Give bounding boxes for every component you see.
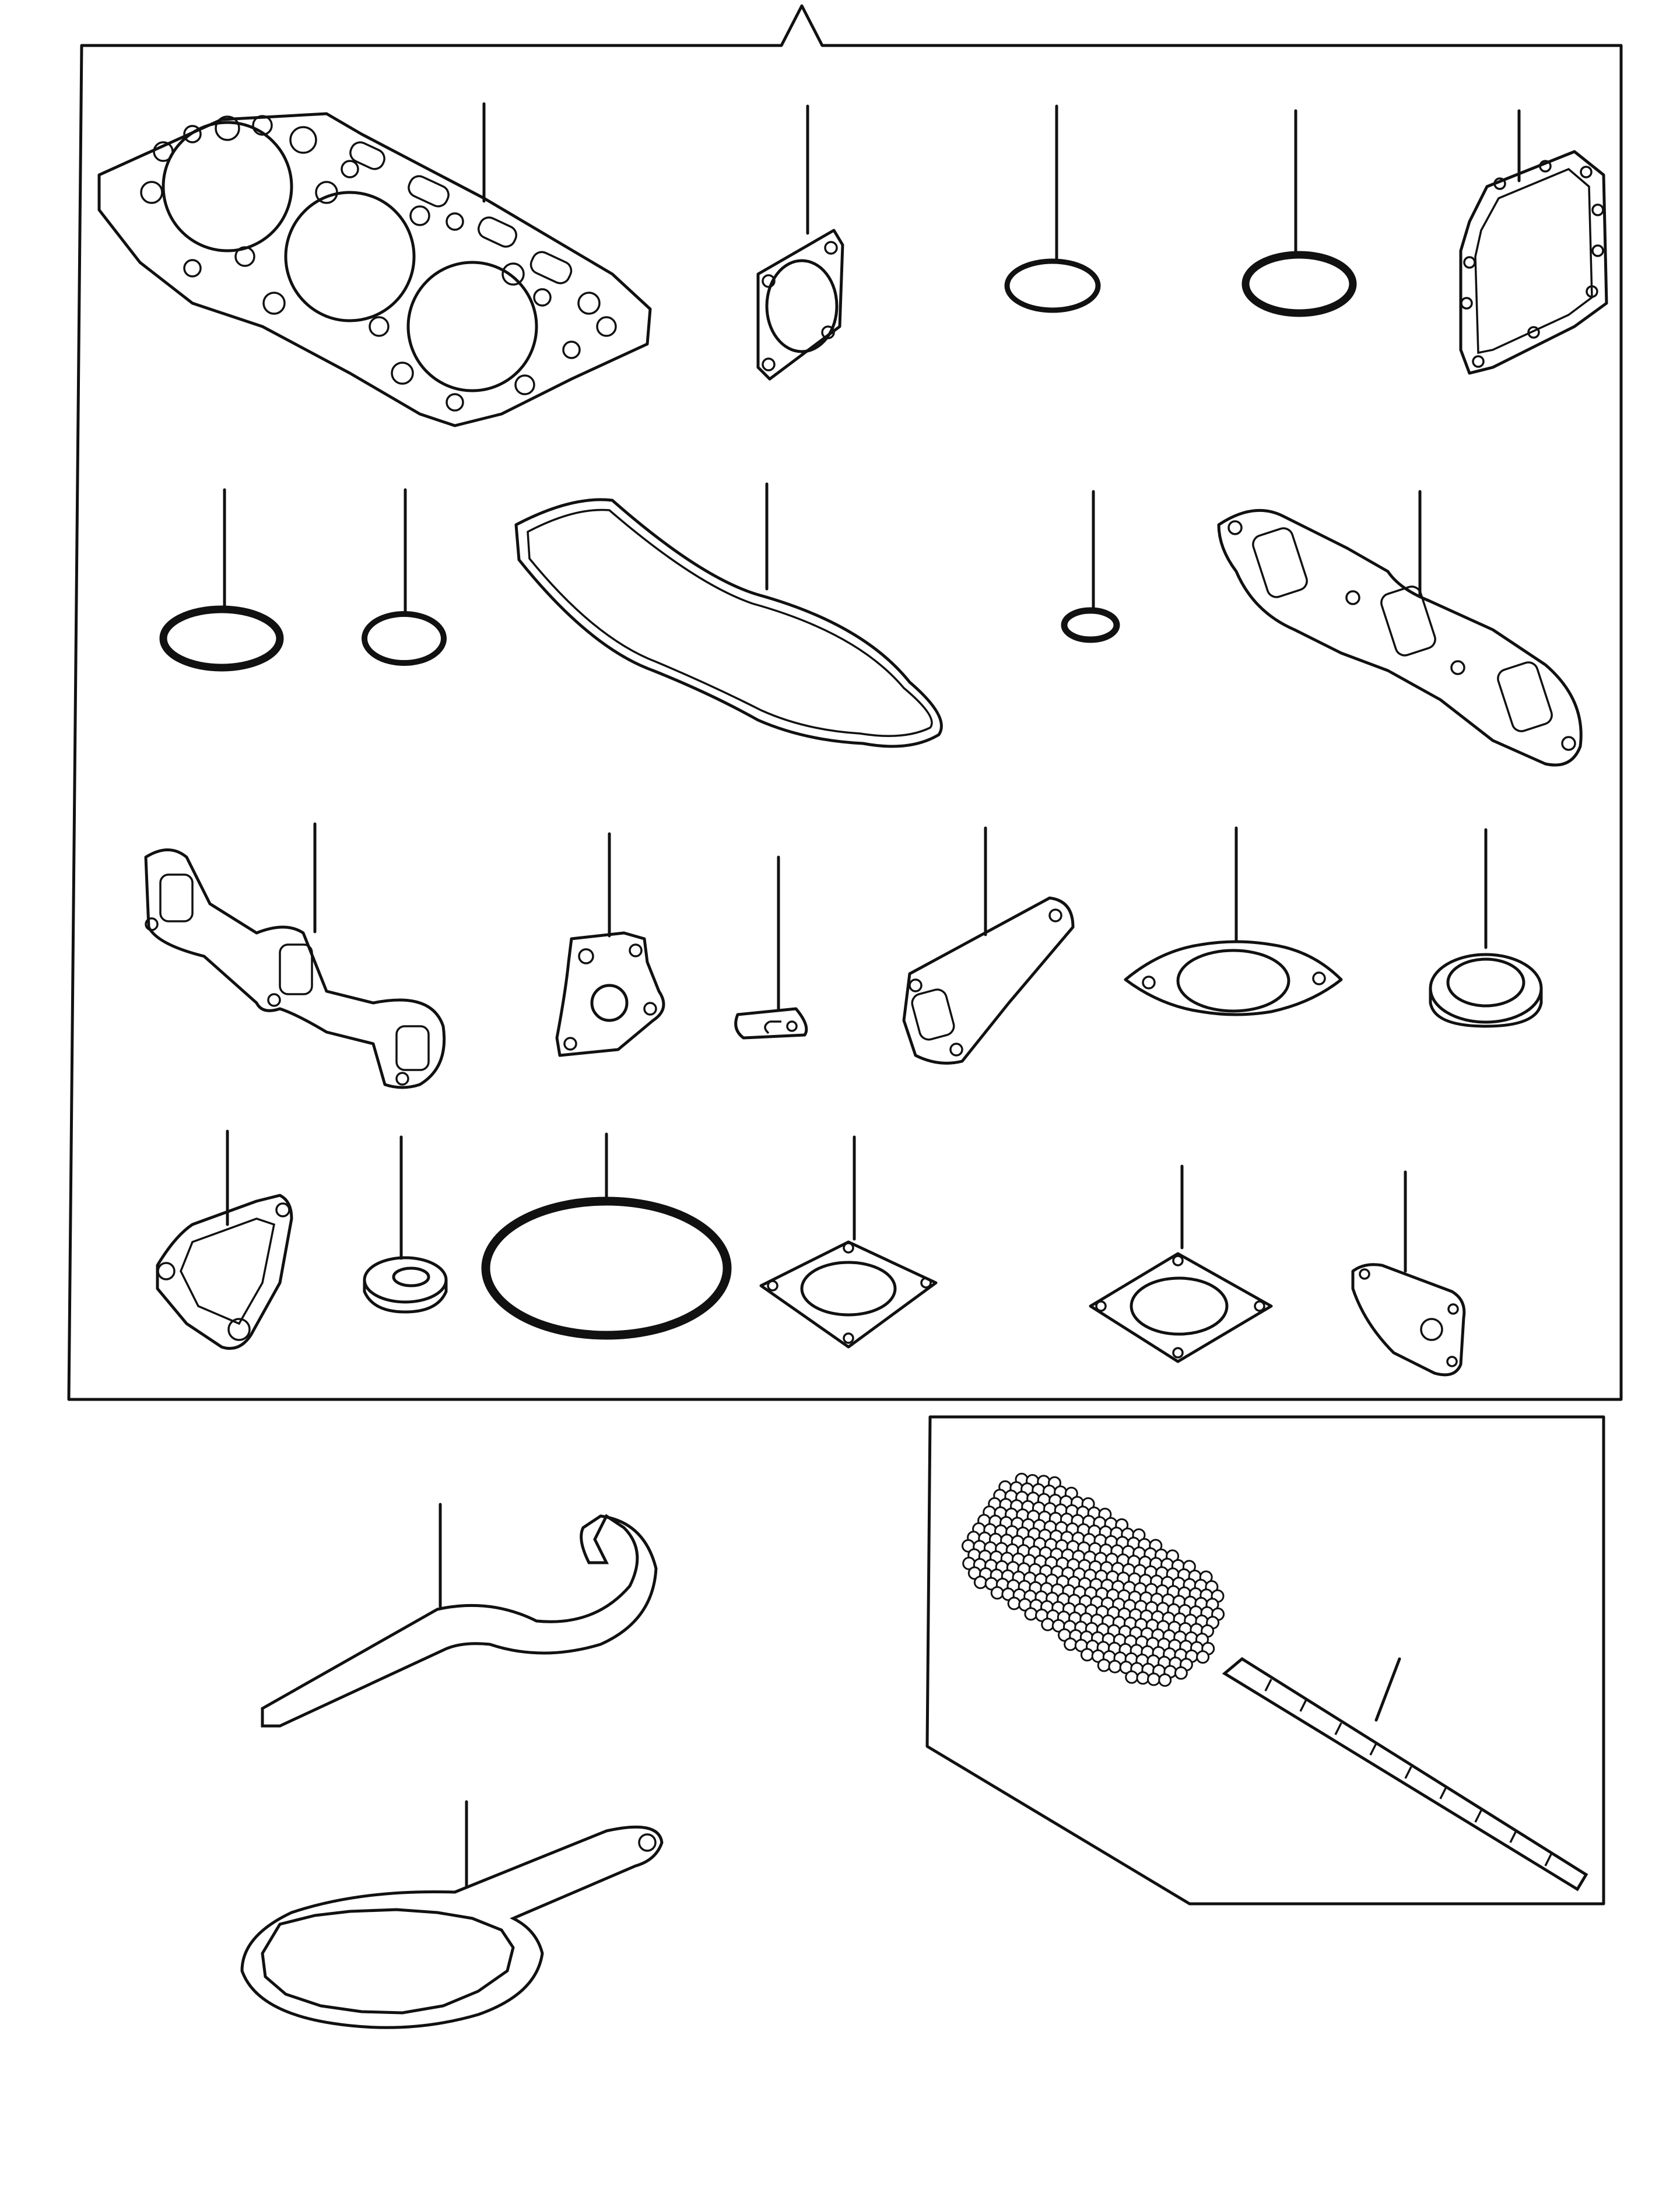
flange-gasket-square — [756, 104, 844, 381]
small-flange-gasket — [734, 855, 808, 1040]
cover-plate-gasket — [1351, 1170, 1466, 1377]
filter-wrench — [240, 1800, 664, 2029]
cylinder-head-gasket — [97, 102, 652, 427]
hone-ball — [1174, 1666, 1188, 1680]
hone-ball — [990, 1586, 1004, 1600]
o-ring-small-1 — [1004, 104, 1101, 313]
square-flange-gasket-1 — [759, 1135, 938, 1349]
hone-ball — [1064, 1637, 1078, 1651]
cylinder-hone-frame — [925, 1415, 1605, 1906]
hone-ball — [1158, 1673, 1172, 1687]
hook-spanner-wrench — [261, 1503, 658, 1728]
hone-ball — [1097, 1658, 1111, 1672]
seal-washer — [363, 1135, 448, 1314]
water-pump-gasket — [156, 1129, 293, 1350]
thermostat-housing-gasket — [902, 826, 1075, 1065]
hone-ball — [1041, 1617, 1055, 1631]
valve-cover-gasket — [514, 482, 943, 748]
o-ring-medium-2 — [159, 488, 284, 672]
ball-hone-brush — [962, 1472, 1588, 1892]
hone-ball — [1108, 1659, 1122, 1673]
exhaust-flange-gasket — [1124, 826, 1343, 1016]
hone-ball — [973, 1576, 987, 1590]
intake-manifold-gasket — [144, 822, 446, 1089]
hone-ball — [1007, 1596, 1021, 1610]
o-ring-medium-1 — [1241, 109, 1357, 317]
gasket-kit-frame — [67, 4, 1623, 1401]
hone-ball — [1147, 1672, 1160, 1686]
timing-cover-gasket — [1459, 109, 1608, 375]
hone-shaft — [1222, 1657, 1588, 1892]
hone-ball — [1125, 1670, 1139, 1684]
hone-ball — [1080, 1648, 1094, 1662]
oil-pump-gasket — [555, 832, 665, 1057]
sealing-ring-flat — [1429, 828, 1543, 1028]
o-ring-small-2 — [362, 488, 447, 666]
hone-ball — [1196, 1650, 1210, 1664]
square-flange-gasket-2 — [1089, 1164, 1273, 1363]
exhaust-manifold-gasket — [1217, 490, 1583, 767]
abrasive-globules — [962, 1472, 1225, 1687]
o-ring-tiny — [1061, 490, 1120, 643]
o-ring-large — [481, 1132, 732, 1340]
hone-ball — [1024, 1607, 1038, 1621]
hone-ball — [1136, 1671, 1150, 1685]
